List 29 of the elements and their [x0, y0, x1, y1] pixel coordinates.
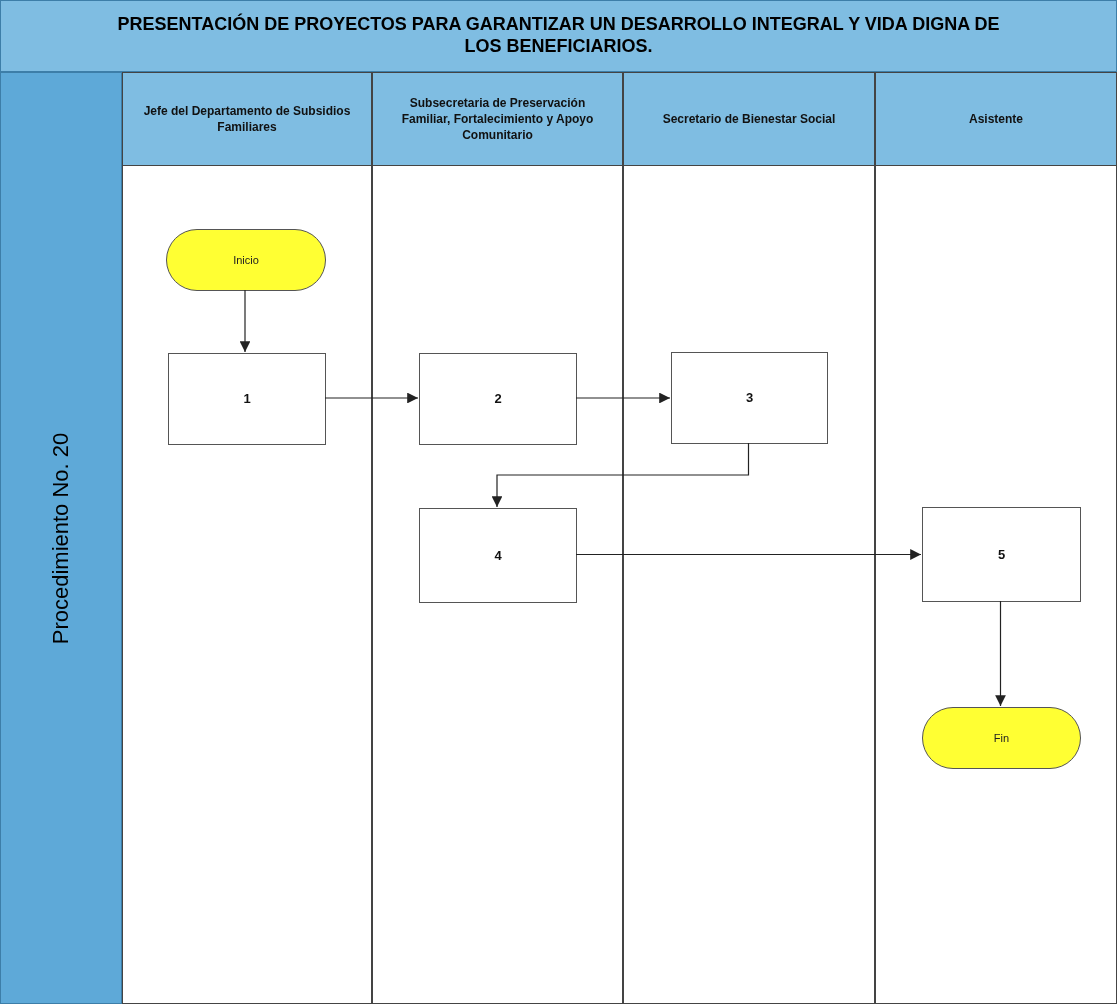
lane-title: Secretario de Bienestar Social [662, 110, 836, 128]
lane-title: Asistente [969, 110, 1023, 128]
lane-title: Subsecretaria de Preservación Familiar, Fortalecimiento y Apoyo Comunitario [400, 94, 595, 144]
process-box [671, 352, 828, 444]
procedure-label: Procedimiento No. 20 [47, 432, 75, 644]
process-box [419, 353, 577, 445]
arrow [995, 600, 1006, 707]
terminator-label: Fin [993, 730, 1010, 746]
lane-title: Jefe del Departamento de Subsidios Familiares [142, 102, 352, 136]
arrow [575, 392, 671, 404]
process-box [419, 508, 577, 603]
step-number: 4 [494, 546, 502, 565]
arrow [239, 289, 251, 353]
swimlane [122, 72, 372, 1004]
process-box [922, 507, 1081, 602]
terminator-label: Inicio [233, 252, 259, 268]
step-number: 2 [494, 390, 502, 409]
step-number: 5 [997, 545, 1006, 564]
procedure-band [0, 72, 122, 1004]
step-number: 3 [745, 389, 754, 408]
swimlane [623, 72, 875, 1004]
process-box [168, 353, 326, 445]
arrow [324, 392, 419, 404]
diagram-title: PRESENTACIÓN DE PROYECTOS PARA GARANTIZAR UN DESARROLLO INTEGRAL Y VIDA DIGNA DE LOS BENEFICIARIOS. [116, 14, 1001, 58]
arrow [491, 442, 750, 508]
step-number: 1 [243, 390, 251, 409]
swimlane [875, 72, 1117, 1004]
arrow [575, 549, 922, 560]
swimlane [372, 72, 623, 1004]
